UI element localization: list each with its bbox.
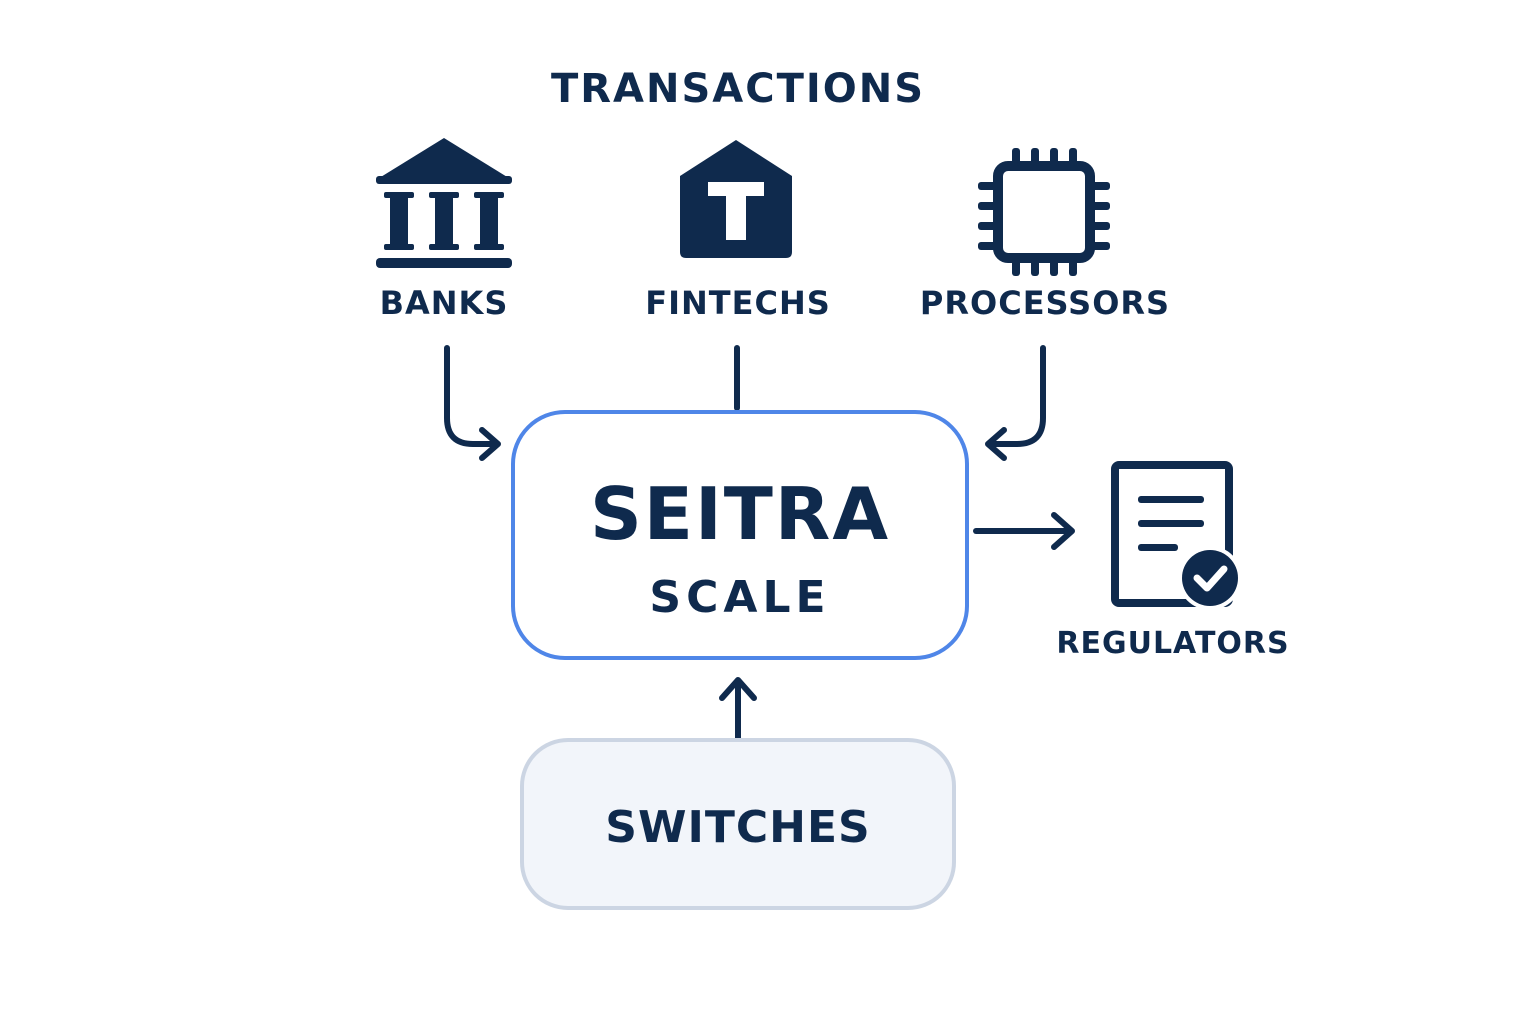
core-title: SEITRA [589, 472, 891, 556]
processors-arrowhead [985, 427, 1007, 461]
banks-arrowhead [479, 427, 501, 461]
banks-connector [444, 345, 499, 447]
diagram-title: TRANSACTIONS [550, 66, 926, 112]
processors-label: PROCESSORS [919, 284, 1171, 322]
compliance-document-icon [1111, 461, 1242, 610]
fintechs-label: FINTECHS [645, 284, 831, 322]
switches-label: SWITCHES [605, 802, 871, 853]
processors-connector [987, 345, 1046, 447]
bank-icon [376, 138, 512, 268]
regulators-label: REGULATORS [1056, 626, 1290, 661]
fintech-building-icon [680, 140, 792, 258]
processor-chip-icon [978, 148, 1110, 276]
switches-box: SWITCHES [520, 738, 956, 910]
banks-label: BANKS [379, 284, 509, 322]
core-subtitle: SCALE [649, 572, 831, 623]
regulators-arrowhead [1051, 512, 1075, 550]
switches-arrowhead [719, 677, 757, 701]
seitra-scale-box: SEITRA SCALE [511, 410, 969, 660]
